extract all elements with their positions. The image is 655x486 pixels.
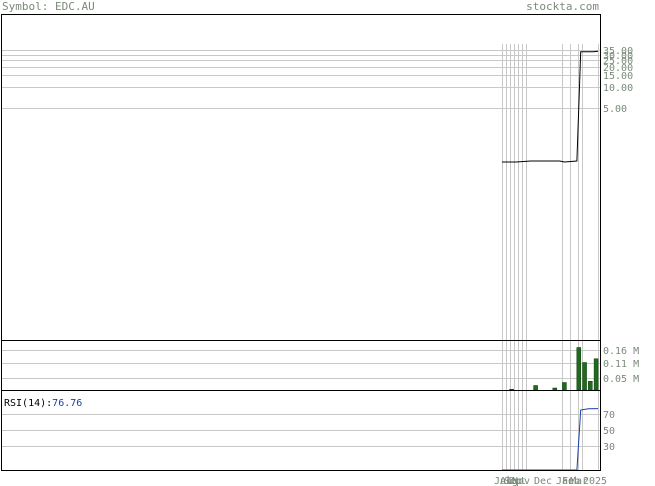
price-tick-label: 20.00 (603, 63, 633, 74)
x-tick-label: Dec (534, 476, 552, 486)
site-brand: stockta.com (526, 0, 599, 13)
rsi-tick-label: 50 (603, 426, 615, 437)
price-tick-label: 35.00 (603, 46, 633, 57)
volume-bar (552, 387, 558, 391)
volume-tick-label: 0.11 M (603, 359, 639, 370)
volume-bar (588, 381, 593, 391)
x-tick-label: Jul (494, 476, 512, 486)
x-tick-label: Nov (512, 476, 530, 486)
rsi-line (502, 408, 599, 471)
x-tick-label: Aug (500, 476, 518, 486)
price-tick-label: 5.00 (603, 104, 627, 115)
x-tick-label: Mar (570, 476, 588, 486)
x-tick-label: Sep (504, 476, 522, 486)
volume-bar (509, 389, 514, 391)
price-tick-label: 10.00 (603, 83, 633, 94)
price-line (502, 50, 599, 163)
x-tick-label: Feb (562, 476, 580, 486)
volume-tick-label: 0.05 M (603, 374, 639, 385)
rsi-title: RSI(14):76.76 (4, 398, 82, 409)
price-tick-label: 30.00 (603, 51, 633, 62)
price-tick-label: 15.00 (603, 71, 633, 82)
volume-bar (576, 347, 582, 391)
rsi-tick-label: 30 (603, 442, 615, 453)
volume-tick-label: 0.16 M (603, 346, 639, 357)
x-tick-label: 2025 (583, 476, 607, 486)
rsi-label: RSI(14): (4, 398, 52, 409)
x-tick-label: Oct (508, 476, 526, 486)
price-tick-label: 25.00 (603, 56, 633, 67)
rsi-tick-label: 70 (603, 410, 615, 421)
rsi-value: 76.76 (52, 398, 82, 409)
x-tick-label: Jan (556, 476, 574, 486)
symbol-label: Symbol: EDC.AU (2, 0, 95, 13)
volume-bar (582, 362, 587, 391)
volume-bar (593, 358, 599, 391)
volume-bar (533, 385, 538, 391)
volume-bar (562, 382, 567, 391)
chart-frame (1, 14, 601, 471)
